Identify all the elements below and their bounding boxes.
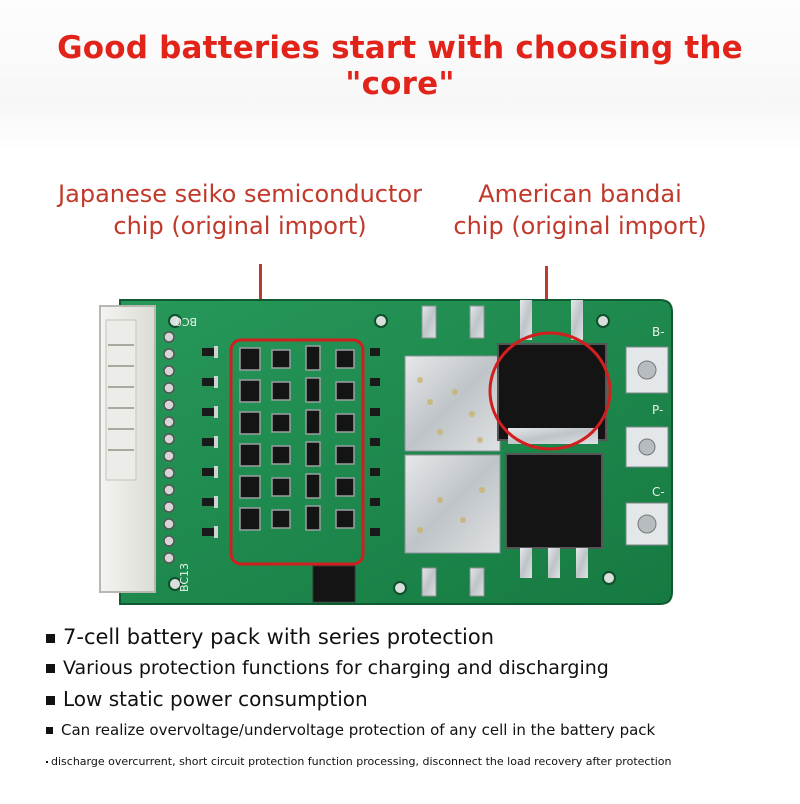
feature-text: Low static power consumption — [63, 687, 368, 711]
callout-left-line1: Japanese seiko semiconductor — [58, 180, 422, 208]
output-terminals — [625, 346, 669, 546]
headline-banner — [0, 0, 800, 150]
solder-pads — [404, 355, 501, 554]
feature-text: Can realize overvoltage/undervoltage pro… — [61, 721, 656, 739]
bullet-square-icon — [46, 664, 55, 673]
protection-ic-array — [239, 345, 355, 531]
feature-item: discharge overcurrent, short circuit pro… — [46, 755, 786, 775]
mounting-holes — [168, 314, 616, 595]
bullet-square-icon — [46, 633, 55, 643]
feature-text: discharge overcurrent, short circuit pro… — [51, 755, 672, 768]
bullet-square-icon — [46, 727, 53, 734]
terminal-label-p: P- — [652, 403, 663, 417]
balance-connector — [99, 305, 156, 593]
edge-pads — [421, 305, 485, 597]
terminal-label-c: C- — [652, 485, 665, 499]
smd-components — [202, 346, 380, 538]
bandai-chip-highlight — [488, 331, 612, 451]
feature-text: 7-cell battery pack with series protecti… — [63, 625, 495, 649]
mosfet-bottom — [505, 453, 603, 578]
callout-left-label: Japanese seiko semiconductor chip (origi… — [40, 178, 440, 242]
bullet-square-icon — [46, 696, 55, 705]
terminal-label-b: B- — [652, 325, 665, 339]
feature-item: Can realize overvoltage/undervoltage pro… — [46, 721, 786, 751]
silkscreen-bottom: BC13 — [178, 563, 191, 592]
feature-item: Low static power consumption — [46, 687, 786, 719]
seiko-chip-highlight — [229, 338, 365, 566]
feature-item: Various protection functions for chargin… — [46, 657, 786, 687]
feature-item: 7-cell battery pack with series protecti… — [46, 625, 786, 657]
callout-right-line1: American bandai — [478, 180, 682, 208]
bullet-dot-icon — [46, 761, 48, 763]
silkscreen-top: BC0 — [175, 315, 197, 328]
callout-right-line2: chip (original import) — [453, 212, 707, 240]
callout-right-label: American bandai chip (original import) — [430, 178, 730, 242]
bottom-chip — [312, 565, 356, 603]
feature-text: Various protection functions for chargin… — [63, 657, 609, 679]
feature-list: 7-cell battery pack with series protecti… — [46, 625, 786, 775]
callout-left-line2: chip (original import) — [113, 212, 367, 240]
headline: Good batteries start with choosing the "… — [57, 30, 743, 102]
header-pins — [163, 331, 175, 564]
mosfet-top — [497, 300, 607, 444]
